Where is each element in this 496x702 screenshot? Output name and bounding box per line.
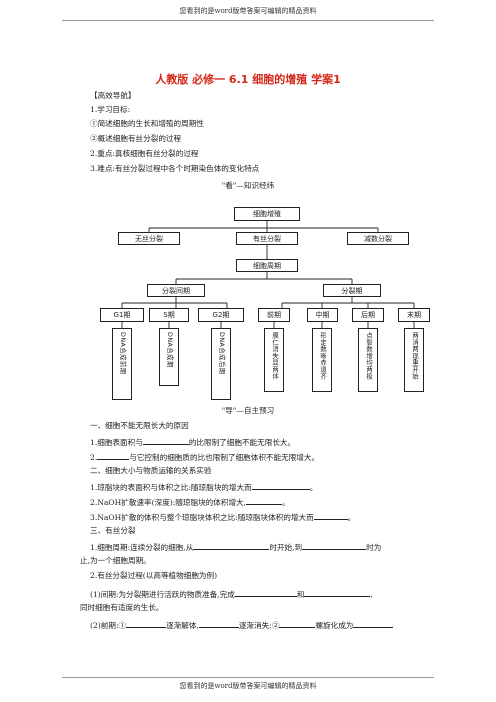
detail-telophase: 两消两现重开始 bbox=[404, 328, 424, 392]
goal-item: ②概述细胞有丝分裂的过程 bbox=[90, 134, 182, 143]
goal-item: ①简述细胞的生长和增殖的周期性 bbox=[90, 119, 204, 128]
difficulty: 3.难点:有丝分裂过程中各个时期染色体的变化特点 bbox=[90, 164, 260, 173]
section-heading: 二、细胞大小与物质运输的关系实验 bbox=[90, 466, 212, 475]
section-look-heading: "看"—知识经纬 bbox=[221, 181, 275, 190]
node-s: S期 bbox=[149, 308, 189, 322]
text-line: 1.琼脂块的表面积与体积之比:随琼脂块的增大而。 bbox=[90, 483, 318, 492]
goals-label: 1.学习目标: bbox=[90, 105, 131, 114]
node-meiosis: 减数分裂 bbox=[347, 232, 409, 245]
node-metaphase: 中期 bbox=[307, 308, 338, 322]
text-line: (1)间期:为分裂期进行活跃的物质准备,完成和, bbox=[90, 590, 373, 599]
page-footer: 您看到的是word版带答案可编辑的精品资料 bbox=[179, 682, 317, 690]
detail-anaphase: 点裂数增均两极 bbox=[358, 328, 378, 392]
footer-rule bbox=[62, 677, 434, 678]
node-m-phase: 分裂期 bbox=[323, 284, 381, 297]
text-line: 2.与它控制的细胞质的比也限制了细胞体积不能无限增大。 bbox=[90, 453, 320, 462]
node-amitosis: 无丝分裂 bbox=[118, 232, 180, 245]
text-line: 1.细胞周期:连续分裂的细胞,从时开始,到时为 bbox=[90, 543, 382, 552]
node-prophase: 前期 bbox=[258, 308, 290, 322]
guide-label: 【高效导航】 bbox=[90, 91, 136, 100]
node-g2: G2期 bbox=[198, 308, 244, 322]
node-anaphase: 后期 bbox=[352, 308, 384, 322]
node-mitosis: 有丝分裂 bbox=[236, 232, 298, 245]
detail-g2: DNA合成后期 bbox=[211, 328, 231, 400]
node-cell-proliferation: 细胞增殖 bbox=[234, 207, 300, 221]
text-line: 3.NaOH扩散的体积与整个琼脂块体积之比:随琼脂块体积的增大而。 bbox=[90, 513, 356, 522]
node-g1: G1期 bbox=[100, 308, 144, 322]
detail-prophase: 膜仁消失显两体 bbox=[264, 328, 284, 392]
section-heading: 三、有丝分裂 bbox=[90, 526, 136, 535]
section-heading: 一、细胞不能无限长大的原因 bbox=[90, 421, 189, 430]
text-line: 2.有丝分裂过程(以高等植物细胞为例) bbox=[90, 571, 218, 580]
text-line: 2.NaOH扩散速率(深度):随琼脂块的体积增大,。 bbox=[90, 498, 290, 507]
detail-metaphase: 形定数晰赤道齐 bbox=[312, 328, 332, 392]
text-line: 1.细胞表面积与的比限制了细胞不能无限长大。 bbox=[90, 438, 296, 447]
header-rule bbox=[62, 20, 434, 21]
detail-g1: DNA合成前期 bbox=[112, 328, 132, 400]
section-guide-heading: "导"—自主预习 bbox=[221, 406, 275, 415]
key-point: 2.重点:真核细胞有丝分裂的过程 bbox=[90, 149, 199, 158]
text-line: 同时细胞有适度的生长。 bbox=[80, 603, 164, 612]
node-cell-cycle: 细胞周期 bbox=[236, 259, 298, 272]
page-title: 人教版 必修一 6.1 细胞的增殖 学案1 bbox=[155, 73, 341, 86]
page-header: 您看到的是word版带答案可编辑的精品资料 bbox=[179, 7, 317, 15]
node-interphase: 分裂间期 bbox=[147, 284, 205, 297]
node-telophase: 末期 bbox=[398, 308, 430, 322]
detail-s: DNA合成期 bbox=[159, 328, 179, 386]
text-line: 止,为一个细胞周期。 bbox=[80, 556, 151, 565]
